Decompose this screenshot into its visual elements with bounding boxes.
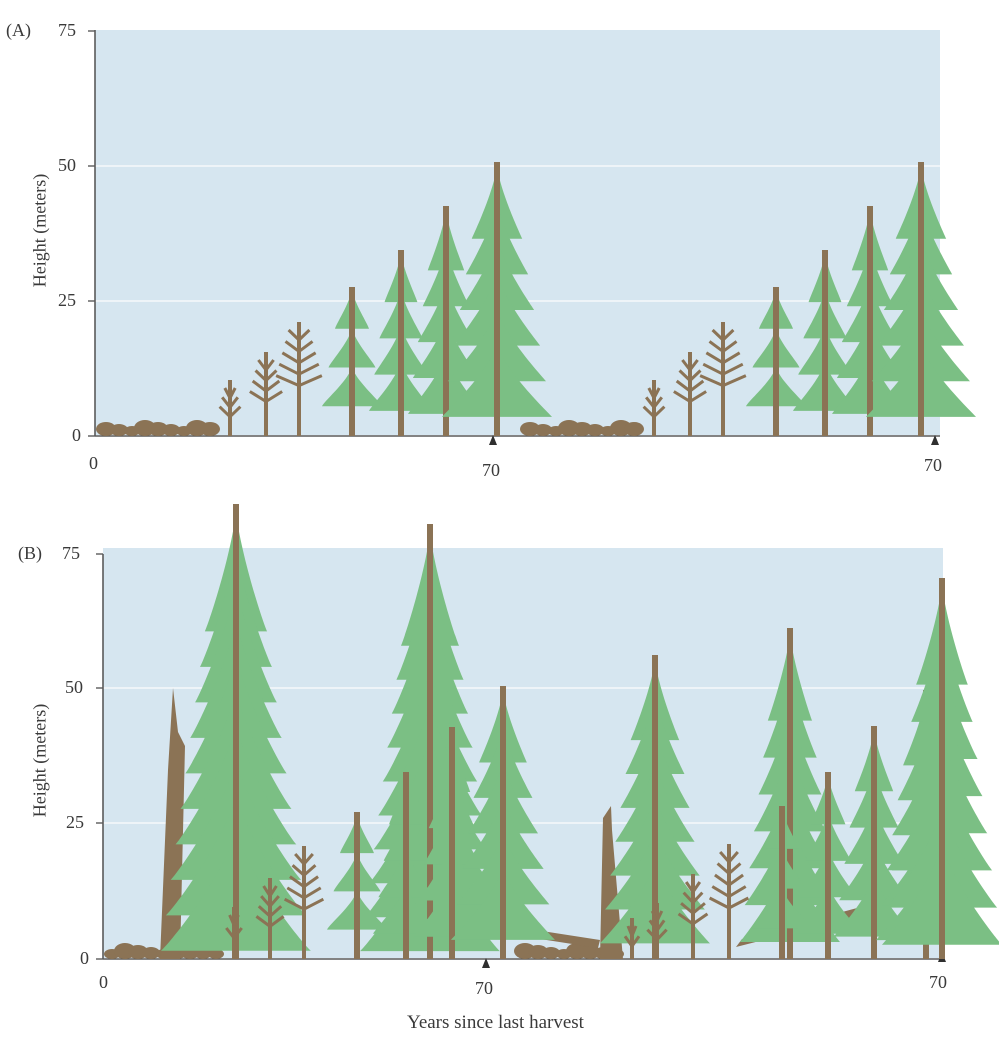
sapling <box>708 844 750 959</box>
sapling <box>642 380 666 436</box>
panel-b-x-axis-label: Years since last harvest <box>407 1012 584 1033</box>
conifer <box>408 206 484 436</box>
panel-a-label: (A) <box>6 20 31 40</box>
panel-a-y-axis-label: Height (meters) <box>29 173 50 288</box>
panel-a-ytick-50: 50 <box>58 155 76 175</box>
panel-b-ytick-75: 75 <box>62 543 80 563</box>
panel-a-figure <box>88 30 976 445</box>
dead-snag <box>600 806 623 959</box>
panel-a-xtick-70-first: 70 <box>482 460 500 480</box>
sapling <box>623 918 641 959</box>
panel-b-ytick-0: 0 <box>80 948 89 968</box>
conifer <box>373 772 439 959</box>
sapling <box>673 352 707 436</box>
panel-a-rotation-2 <box>520 162 976 436</box>
panel-a-xtick-0: 0 <box>89 453 98 473</box>
sapling <box>677 874 709 959</box>
young-conifer <box>327 812 387 959</box>
panel-b: (B) 75 50 25 0 Height (meters) 0 70 70 Y… <box>0 500 999 1048</box>
sapling <box>225 907 243 959</box>
panel-a-xtick-70-second: 70 <box>924 455 942 475</box>
panel-b-figure <box>96 504 999 968</box>
sapling <box>255 878 285 959</box>
sapling <box>218 380 242 436</box>
regrowth-shrubs <box>520 420 644 436</box>
panel-a-ytick-75: 75 <box>58 20 76 40</box>
panel-a: (A) 75 50 25 0 Height (meters) 0 70 70 <box>0 0 999 500</box>
panel-b-stand <box>104 504 999 959</box>
panel-b-ytick-25: 25 <box>66 812 84 832</box>
panel-b-xtick-70-second: 70 <box>929 972 947 992</box>
dead-snag <box>160 688 185 959</box>
panel-b-y-axis-label: Height (meters) <box>29 703 50 818</box>
panel-b-ytick-50: 50 <box>65 677 83 697</box>
panel-b-xtick-0: 0 <box>99 972 108 992</box>
sapling <box>249 352 283 436</box>
sapling <box>646 903 668 959</box>
mature-conifer <box>442 162 552 436</box>
panel-b-xtick-70-first: 70 <box>475 978 493 998</box>
sapling <box>283 846 325 959</box>
panel-b-label: (B) <box>18 543 42 563</box>
panel-a-rotation-1 <box>96 162 552 436</box>
young-conifer <box>322 287 382 436</box>
conifer <box>793 250 857 436</box>
panel-a-ytick-25: 25 <box>58 290 76 310</box>
panel-a-marker-70-second <box>931 435 939 445</box>
young-conifer <box>746 287 806 436</box>
mature-conifer <box>866 162 976 436</box>
conifer <box>794 772 862 959</box>
sapling <box>275 322 323 436</box>
regrowth-shrubs <box>96 420 220 436</box>
panel-a-marker-70-first <box>489 435 497 445</box>
sapling <box>699 322 747 436</box>
conifer <box>369 250 433 436</box>
conifer <box>451 686 555 959</box>
young-conifer <box>752 806 812 959</box>
panel-a-ytick-0: 0 <box>72 425 81 445</box>
panel-b-marker-70-first <box>482 958 490 968</box>
mature-conifer <box>882 578 999 959</box>
